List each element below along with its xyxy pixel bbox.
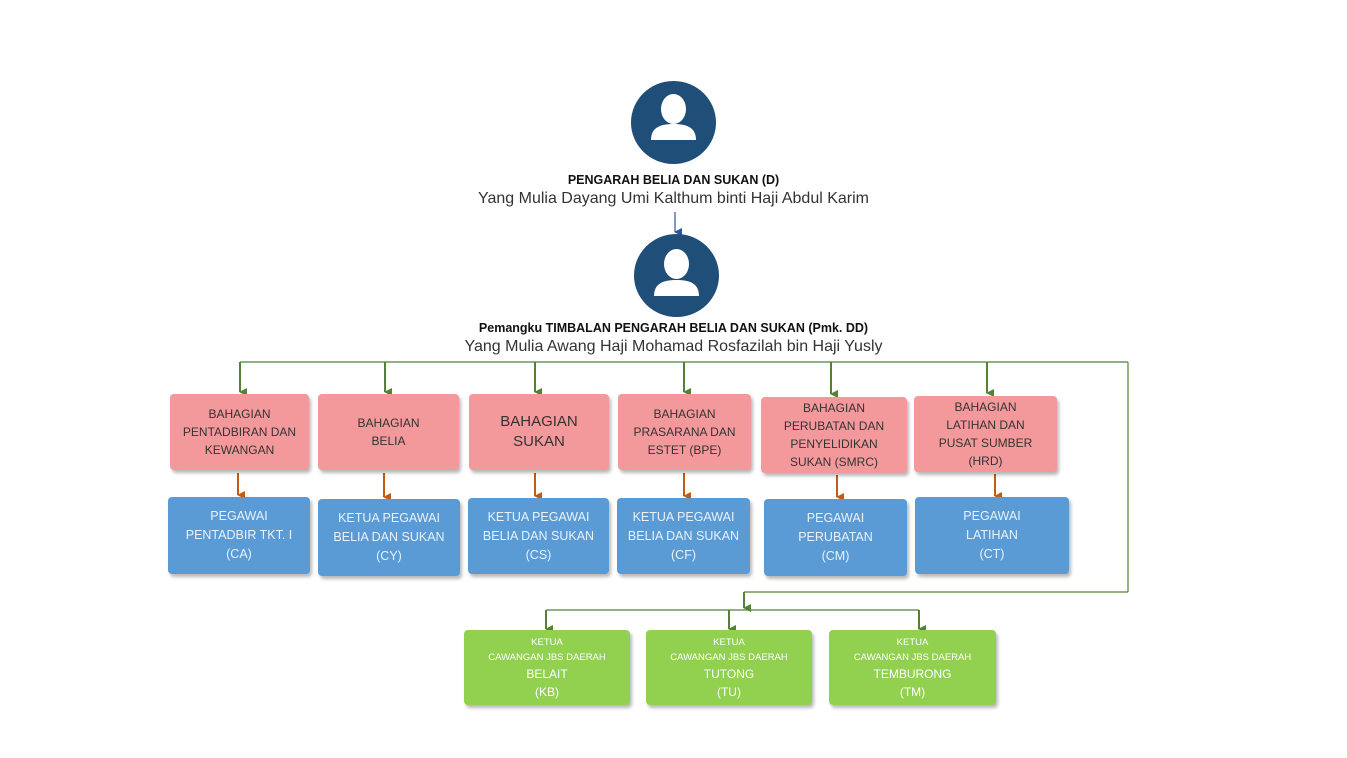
officer-box-ct: PEGAWAI LATIHAN (CT) <box>915 497 1069 574</box>
officer-box-ca: PEGAWAI PENTADBIR TKT. I (CA) <box>168 497 310 574</box>
officer-box-cm: PEGAWAI PERUBATAN (CM) <box>764 499 907 576</box>
branch-box-belait: KETUA CAWANGAN JBS DAERAH BELAIT (KB) <box>464 630 630 705</box>
deputy-name: Yang Mulia Awang Haji Mohamad Rosfazilah… <box>464 338 883 355</box>
branch-box-temburong: KETUA CAWANGAN JBS DAERAH TEMBURONG (TM) <box>829 630 996 705</box>
deputy-role: Pemangku TIMBALAN PENGARAH BELIA DAN SUK… <box>478 321 869 335</box>
director-avatar-icon <box>631 81 716 164</box>
director-role: PENGARAH BELIA DAN SUKAN (D) <box>567 173 780 187</box>
division-box-sports: BAHAGIAN SUKAN <box>469 394 609 470</box>
director-name: Yang Mulia Dayang Umi Kalthum binti Haji… <box>478 190 869 207</box>
branch-box-tutong: KETUA CAWANGAN JBS DAERAH TUTONG (TU) <box>646 630 812 705</box>
officer-box-cf: KETUA PEGAWAI BELIA DAN SUKAN (CF) <box>617 498 750 574</box>
division-box-sports-medicine: BAHAGIAN PERUBATAN DAN PENYELIDIKAN SUKA… <box>761 397 907 473</box>
division-box-youth: BAHAGIAN BELIA <box>318 394 459 470</box>
division-box-admin-finance: BAHAGIAN PENTADBIRAN DAN KEWANGAN <box>170 394 309 470</box>
officer-box-cs: KETUA PEGAWAI BELIA DAN SUKAN (CS) <box>468 498 609 574</box>
division-box-infrastructure: BAHAGIAN PRASARANA DAN ESTET (BPE) <box>618 394 751 470</box>
officer-box-cy: KETUA PEGAWAI BELIA DAN SUKAN (CY) <box>318 499 460 576</box>
division-box-training: BAHAGIAN LATIHAN DAN PUSAT SUMBER (HRD) <box>914 396 1057 472</box>
deputy-avatar-icon <box>634 234 719 317</box>
